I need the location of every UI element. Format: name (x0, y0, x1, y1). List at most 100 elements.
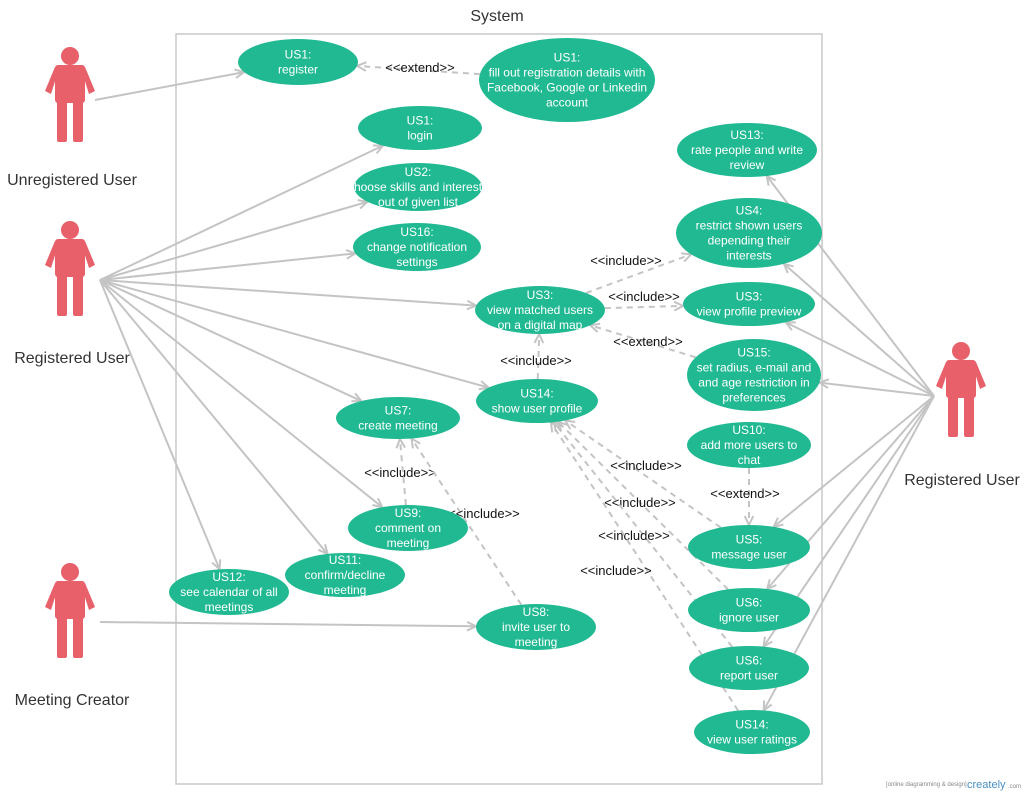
system-title: System (470, 8, 523, 25)
dependency-label: <<extend>> (710, 486, 779, 501)
use-case-text: US14: (520, 387, 553, 401)
dependency-label: <<include>> (608, 289, 680, 304)
dependency-label: <<include>> (590, 253, 662, 268)
use-case-text: US4: (736, 204, 763, 218)
association-arrowhead (765, 579, 777, 591)
use-case-text: chat (738, 453, 761, 467)
actor-unregistered: Unregistered User (7, 47, 138, 189)
actor-name: Registered User (14, 350, 130, 367)
use-case-text: invite user to (502, 620, 570, 634)
use-case-text: preferences (722, 391, 785, 405)
use-case-text: confirm/decline (305, 568, 386, 582)
use-case-ellipse (238, 39, 358, 85)
use-case-text: US1: (285, 48, 312, 62)
association-registered_right-restrict (783, 262, 935, 397)
use-case-text: choose skills and interests (348, 180, 488, 194)
use-case-ellipse (475, 286, 605, 334)
use-case-text: add more users to (701, 438, 798, 452)
use-case-text: comment on (375, 521, 441, 535)
watermark: [online diagramming & design] creately .… (886, 779, 1021, 791)
use-case-social[interactable]: US1:fill out registration details withFa… (479, 38, 655, 122)
use-case-ellipse (285, 553, 405, 597)
dependency-arrowhead (410, 436, 421, 449)
dependency-radius-map (589, 324, 696, 359)
use-case-register[interactable]: US1:register (238, 39, 358, 85)
use-case-text: on a digital map (498, 318, 583, 332)
watermark-suffix: .com (1008, 784, 1021, 790)
association-meeting_creator-invite (99, 621, 477, 628)
use-case-ratings[interactable]: US14:view user ratings (694, 710, 810, 754)
dependency-label: <<extend>> (613, 334, 682, 349)
use-case-ellipse (688, 588, 810, 632)
association-registered_left-confirm (99, 279, 329, 555)
use-case-message[interactable]: US5:message user (688, 525, 810, 569)
use-case-ellipse (358, 106, 482, 150)
dependency-arrowhead (552, 420, 564, 433)
use-case-ellipse (689, 646, 809, 690)
use-case-text: depending their (708, 234, 791, 248)
use-case-text: change notification (367, 240, 467, 254)
use-case-ellipse (336, 397, 460, 439)
use-case-text: meetings (205, 600, 254, 614)
use-case-ellipse (687, 339, 821, 411)
use-case-ellipse (688, 525, 810, 569)
association-registered_right-preview (785, 321, 935, 397)
use-case-text: meeting (515, 635, 558, 649)
use-case-text: Facebook, Google or Linkedin (487, 81, 647, 95)
use-case-ignore[interactable]: US6:ignore user (688, 588, 810, 632)
dependency-social-register (357, 64, 480, 76)
dependency-label: <<include>> (448, 506, 520, 521)
use-case-text: review (730, 158, 765, 172)
use-case-text: US1: (407, 114, 434, 128)
use-case-report[interactable]: US6:report user (689, 646, 809, 690)
use-case-text: US12: (212, 570, 245, 584)
association-arrowhead (234, 68, 247, 79)
association-arrowhead (372, 497, 384, 509)
use-case-preview[interactable]: US3:view profile preview (683, 282, 815, 326)
actor-figure-icon (45, 47, 95, 142)
use-case-text: ignore user (719, 611, 779, 625)
use-case-text: US2: (405, 165, 432, 179)
association-arrowhead (762, 700, 773, 713)
dependency-arrowhead (587, 322, 601, 333)
use-case-text: view profile preview (697, 305, 802, 319)
actor-registered_left: Registered User (14, 221, 130, 367)
use-case-text: US9: (395, 506, 422, 520)
use-case-ellipse (677, 123, 817, 177)
use-case-ellipse (676, 198, 822, 268)
system-boundary (175, 33, 823, 785)
association-registered_left-create (99, 279, 362, 402)
use-case-text: US1: (554, 51, 581, 65)
dependency-label: <<include>> (500, 353, 572, 368)
dependency-comment-create (398, 438, 407, 506)
use-case-text: register (278, 63, 318, 77)
use-case-profile[interactable]: US14:show user profile (476, 379, 598, 423)
use-case-login[interactable]: US1:login (358, 106, 482, 150)
use-case-text: login (407, 129, 432, 143)
use-case-text: US15: (737, 346, 770, 360)
use-case-ellipse (476, 379, 598, 423)
dependency-label: <<include>> (604, 495, 676, 510)
use-case-ellipse (479, 38, 655, 122)
association-registered_left-notif (99, 252, 356, 281)
use-case-text: view matched users (487, 303, 593, 317)
association-registered_left-calendar (99, 279, 221, 570)
use-case-ellipse (694, 710, 810, 754)
association-registered_right-radius (819, 381, 935, 397)
use-case-create[interactable]: US7:create meeting (336, 397, 460, 439)
use-case-ellipse (687, 422, 811, 468)
actor-figure-icon (45, 563, 95, 658)
